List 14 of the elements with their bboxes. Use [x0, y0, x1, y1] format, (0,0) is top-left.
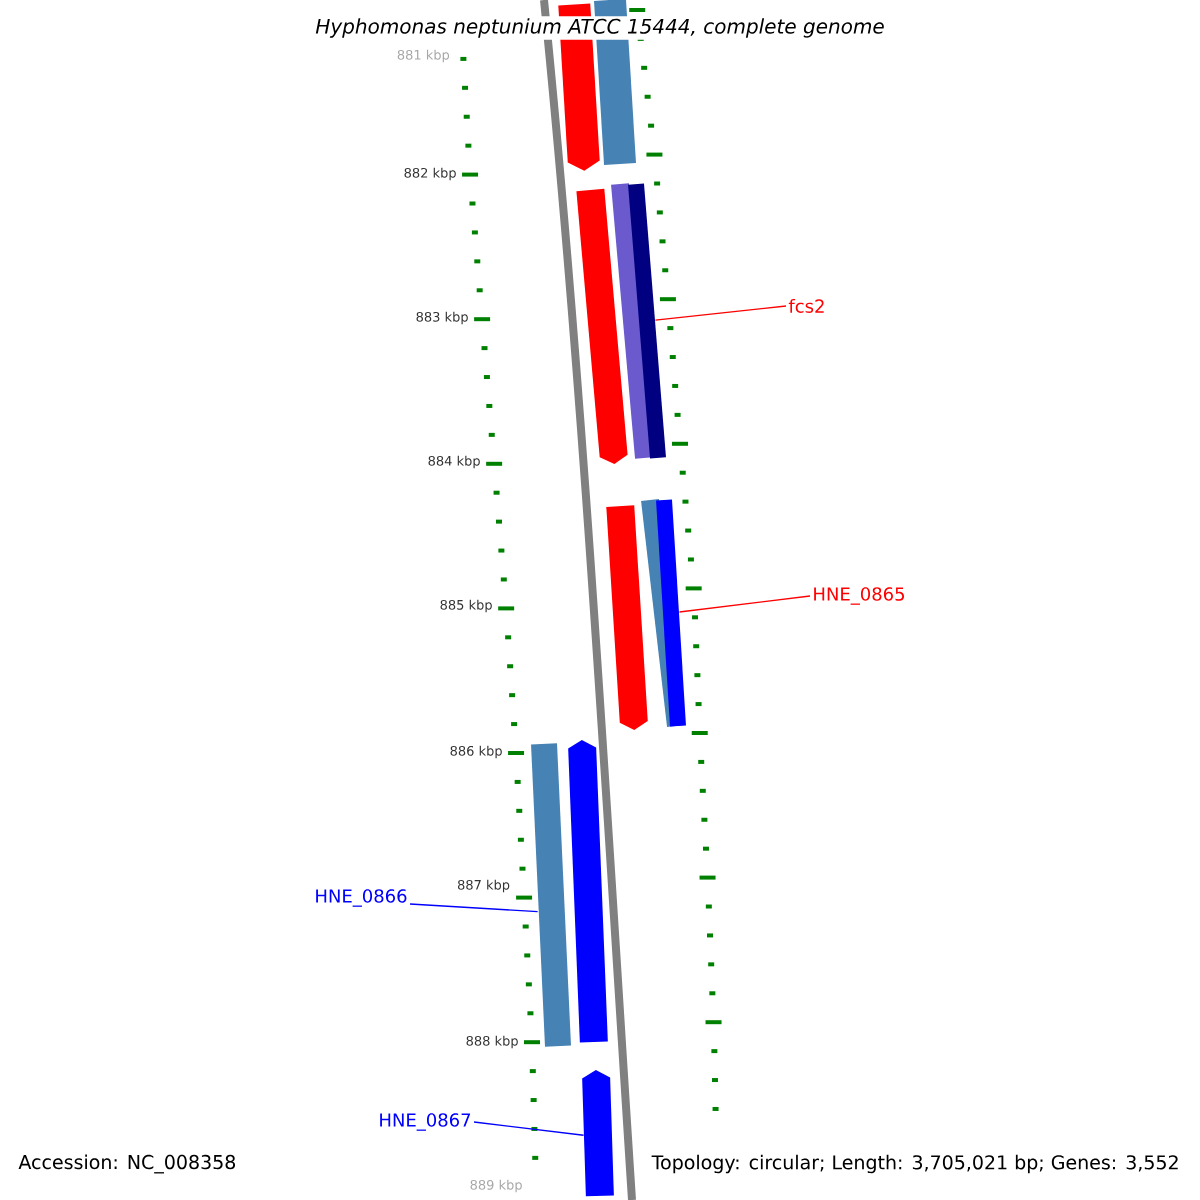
leader-line: [473, 1121, 585, 1136]
gene-arrow: [656, 499, 686, 727]
genome-info-text: Topology: circular; Length: 3,705,021 bp; Genes: 3,552: [649, 1152, 1182, 1176]
gene-label: HNE_0866: [316, 889, 407, 907]
gene-arrow: [628, 183, 666, 459]
accession-text: Accession: NC_008358: [16, 1152, 239, 1176]
leader-line: [409, 903, 539, 913]
gene-label: fcs2: [788, 299, 824, 313]
gene-label: HNE_0867: [380, 1113, 471, 1131]
leader-line: [654, 305, 787, 321]
gene-arrow: [531, 743, 571, 1047]
gene-label: HNE_0865: [814, 587, 904, 605]
title: Hyphomonas neptunium ATCC 15444, complete genome: [313, 16, 887, 40]
gene-arrow: [582, 1070, 614, 1197]
